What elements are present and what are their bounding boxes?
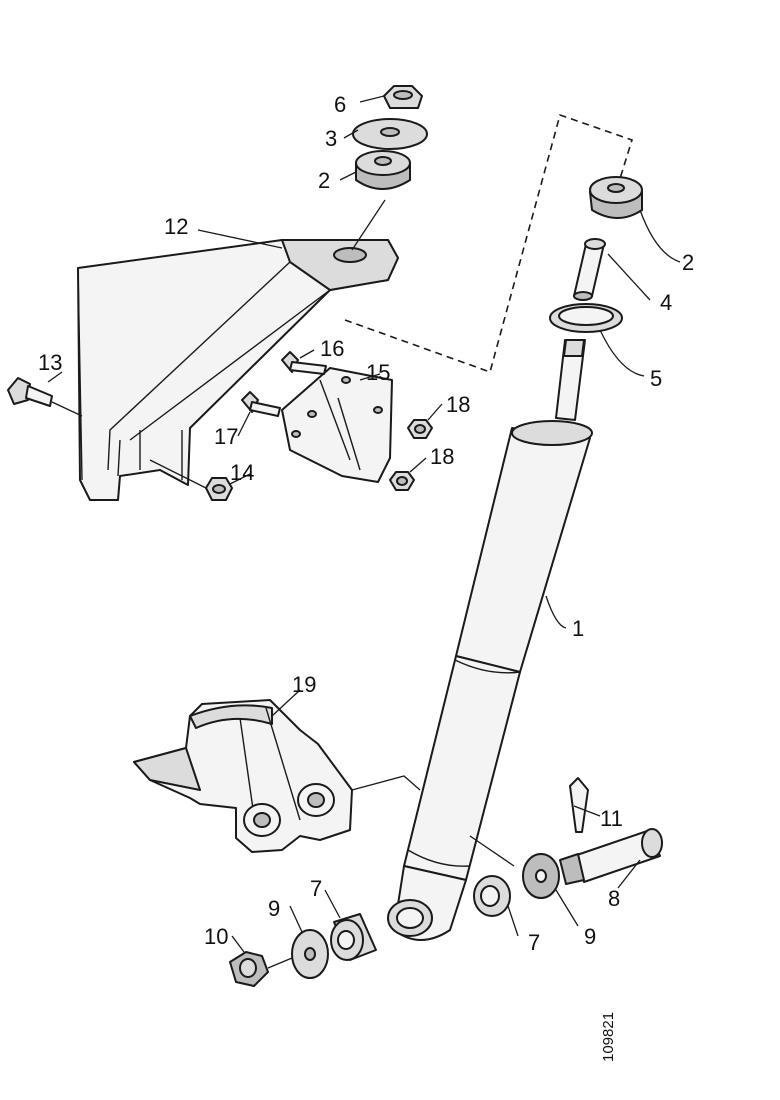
- callout-13: 13: [38, 350, 62, 375]
- callout-1: 1: [572, 616, 584, 641]
- lower-bracket-link-line-2: [469, 835, 515, 867]
- callout-9-right: 9: [584, 924, 596, 949]
- spacer-tube-4: [573, 238, 606, 301]
- bush-7-right: [473, 875, 511, 917]
- callout-18-lower: 18: [430, 444, 454, 469]
- callout-5: 5: [650, 366, 662, 391]
- lower-bracket-link-line: [351, 775, 421, 791]
- nut-14-axis: [149, 459, 207, 489]
- nut-10: [229, 951, 269, 987]
- callout-14: 14: [230, 460, 254, 485]
- rubber-bush-2-upper: [355, 150, 411, 190]
- callout-9-left: 9: [268, 896, 280, 921]
- callout-2-upper: 2: [318, 168, 330, 193]
- callout-10: 10: [204, 924, 228, 949]
- bolt-16: [281, 351, 327, 375]
- cup-washer-5: [549, 303, 623, 333]
- nut-6: [383, 85, 423, 109]
- callout-15: 15: [366, 360, 390, 385]
- cotter-pin-11: [569, 777, 589, 833]
- callout-18-upper: 18: [446, 392, 470, 417]
- nut-18-upper: [407, 419, 433, 439]
- lower-pin-axis: [267, 957, 293, 969]
- reference-code: 109821: [600, 1012, 617, 1062]
- bush-7-left: [330, 913, 377, 961]
- stack-axis-line: [351, 199, 386, 251]
- callout-12: 12: [164, 214, 188, 239]
- washer-9-left: [291, 929, 329, 979]
- callout-3: 3: [325, 126, 337, 151]
- callout-4: 4: [660, 290, 672, 315]
- leader-lines: [47, 95, 681, 953]
- callout-11: 11: [600, 806, 623, 831]
- callout-6: 6: [334, 92, 346, 117]
- washer-9-right: [522, 853, 560, 899]
- bolt-13: [7, 377, 53, 407]
- callout-16: 16: [320, 336, 344, 361]
- callout-19: 19: [292, 672, 316, 697]
- callout-8: 8: [608, 886, 620, 911]
- nut-18-lower: [389, 471, 415, 491]
- callout-2-shock: 2: [682, 250, 694, 275]
- washer-3: [352, 118, 428, 150]
- callout-labels: 6 3 2 12 2 4 5 13 16 15 18 17 18 14 1 19…: [38, 92, 694, 955]
- rubber-bush-2-shock: [589, 176, 643, 219]
- nut-14: [205, 477, 233, 501]
- mounting-guide-line: [344, 113, 633, 374]
- callout-7-left: 7: [310, 876, 322, 901]
- bolt-13-axis: [51, 401, 83, 417]
- callout-7-right: 7: [528, 930, 540, 955]
- mounting-plate-15: [281, 367, 393, 483]
- bolt-17: [241, 391, 281, 417]
- upper-mounting-bracket: [77, 239, 399, 501]
- shock-absorber-1: [387, 339, 593, 941]
- pin-8: [559, 828, 663, 885]
- lower-bracket-19: [133, 699, 353, 853]
- callout-17: 17: [214, 424, 238, 449]
